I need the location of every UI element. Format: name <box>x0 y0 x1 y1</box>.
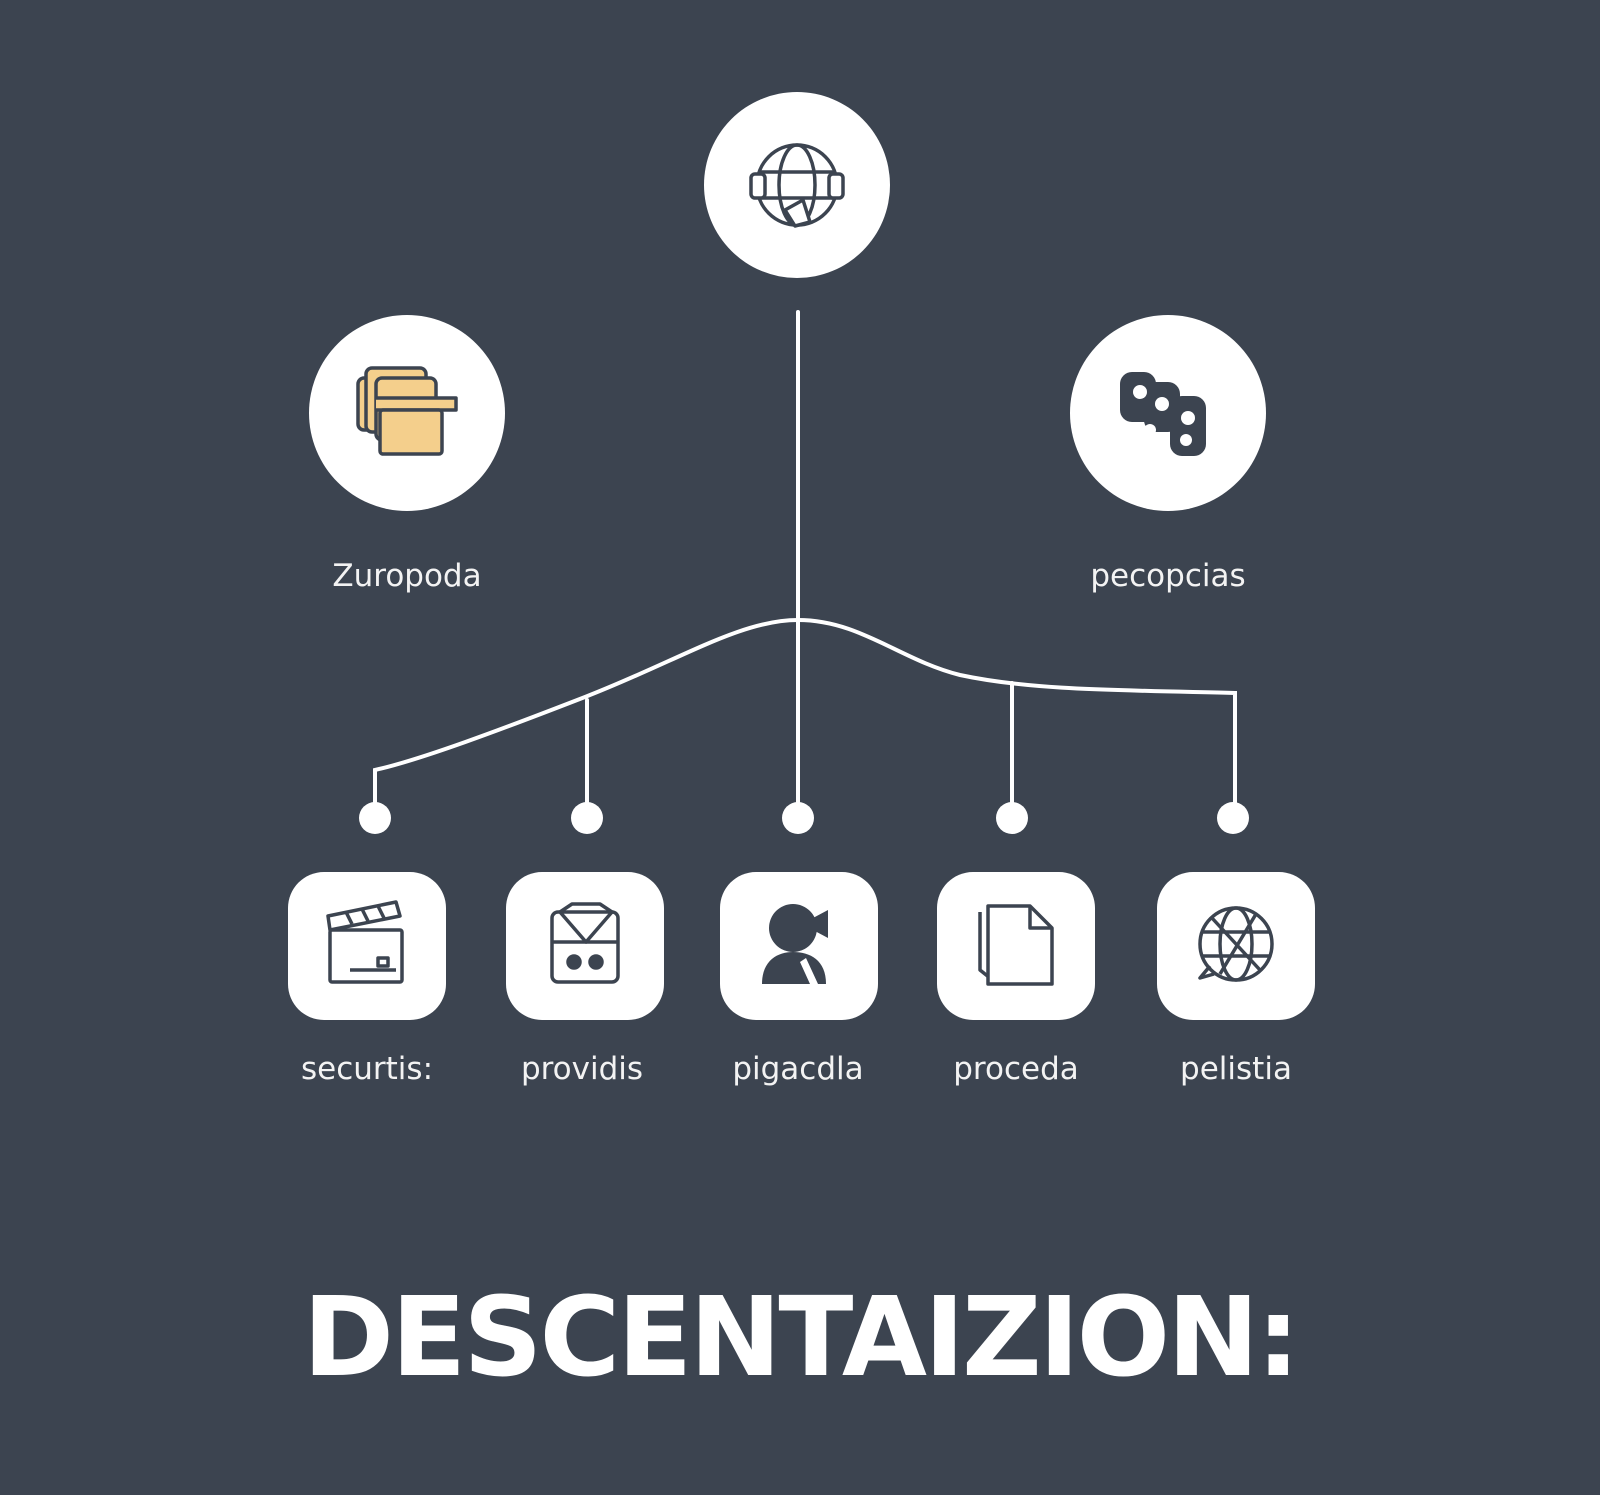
node-upper-right <box>1070 315 1266 511</box>
document-icon <box>978 904 1054 986</box>
node-upper-right-label: pecopcias <box>1090 558 1246 594</box>
node-bottom-4-label: proceda <box>953 1051 1079 1087</box>
diagram-heading: DESCENTAIZION: <box>302 1273 1300 1401</box>
linked-chain-icon <box>1120 372 1206 456</box>
connector-dot <box>359 802 391 834</box>
connector-dot <box>996 802 1028 834</box>
node-bottom-3-label: pigacdla <box>732 1051 864 1087</box>
user-camera-icon <box>762 904 828 984</box>
node-bottom-1 <box>288 872 446 1020</box>
node-bottom-1-label: securtis: <box>300 1051 434 1087</box>
node-bottom-3 <box>720 872 878 1020</box>
stacked-boxes-icon <box>356 366 458 456</box>
globe-icon <box>1198 906 1274 982</box>
clapperboard-icon <box>326 900 404 984</box>
node-bottom-2 <box>506 872 664 1020</box>
connector-dots <box>359 802 1249 834</box>
connector-lines <box>373 310 1237 820</box>
connector-dot <box>1217 802 1249 834</box>
node-upper-left <box>309 315 505 511</box>
connector-dot <box>782 802 814 834</box>
node-top-circle <box>704 92 890 278</box>
node-bottom-5-label: pelistia <box>1180 1051 1292 1087</box>
node-bottom-2-box <box>506 872 664 1020</box>
connector-dot <box>571 802 603 834</box>
node-upper-left-label: Zuropoda <box>332 558 482 594</box>
basket-icon <box>550 902 620 984</box>
globe-headset-icon <box>749 143 845 228</box>
node-bottom-4 <box>937 872 1095 1020</box>
node-bottom-5 <box>1157 872 1315 1020</box>
node-bottom-2-label: providis <box>520 1051 644 1087</box>
node-top <box>704 92 890 278</box>
node-bottom-1-box <box>288 872 446 1020</box>
branch-curve <box>373 617 1237 820</box>
